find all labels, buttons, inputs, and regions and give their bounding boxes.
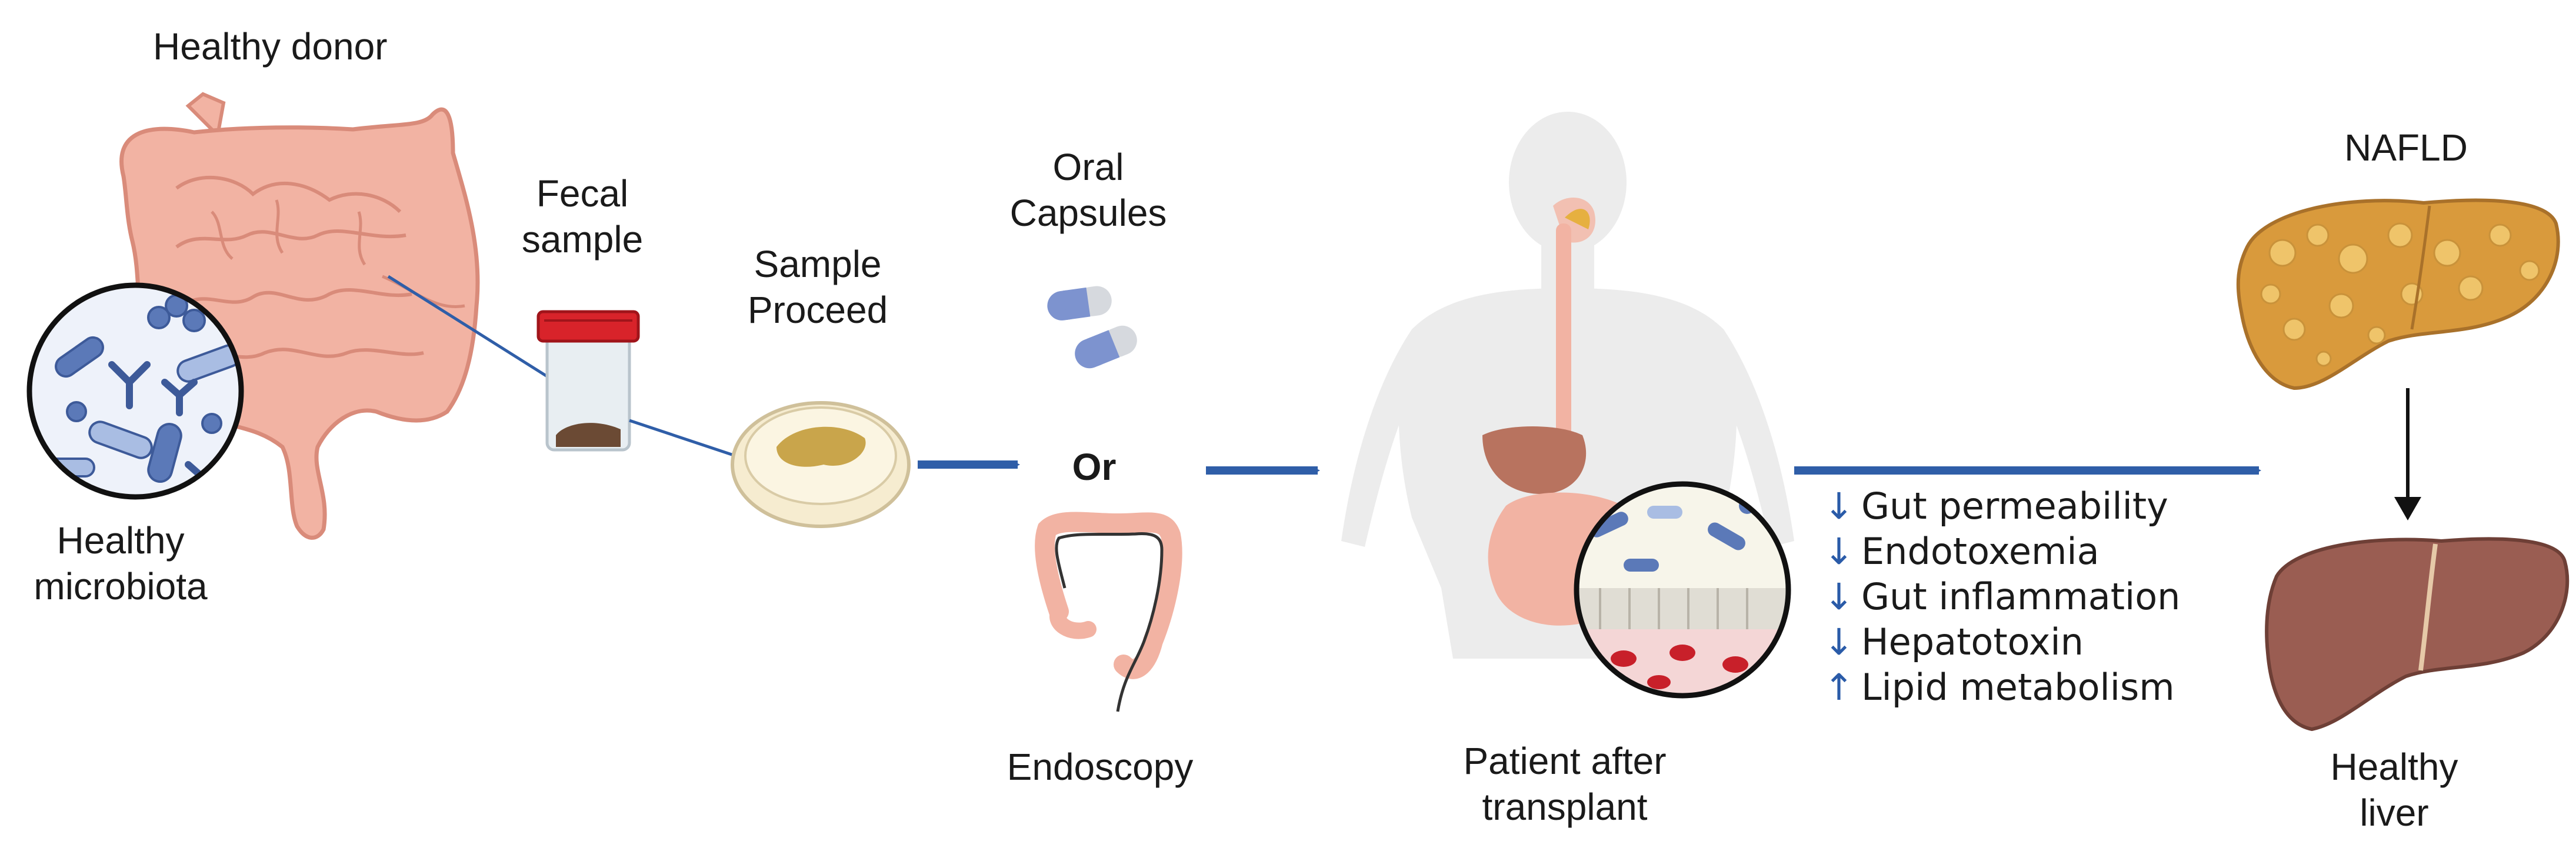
petri-dish-icon bbox=[731, 401, 911, 528]
label-fecal-line2: sample bbox=[521, 218, 644, 261]
outcomes-list: ↓Gut permeability ↓Endotoxemia ↓Gut infl… bbox=[1824, 483, 2180, 710]
label-healthy-donor: Healthy donor bbox=[153, 25, 388, 68]
arrow-down-icon: ↓ bbox=[1824, 530, 1854, 573]
progression-arrow-icon bbox=[2394, 388, 2421, 520]
label-endoscopy: Endoscopy bbox=[1007, 746, 1194, 788]
colon-endoscope-icon bbox=[1035, 512, 1182, 712]
label-oral-capsules: Oral Capsules bbox=[1000, 144, 1177, 236]
gut-lining-circle-icon bbox=[1574, 481, 1791, 699]
arrow-down-icon: ↓ bbox=[1824, 485, 1854, 528]
label-healthy-liver-line2: liver bbox=[2360, 792, 2429, 834]
label-healthy-microbiota-line2: microbiota bbox=[34, 565, 208, 608]
outcome-item: ↓Hepatotoxin bbox=[1824, 619, 2180, 665]
label-patient-after-transplant: Patient after transplant bbox=[1429, 738, 1700, 830]
label-patient-line2: transplant bbox=[1482, 786, 1648, 829]
arrow-up-icon: ↑ bbox=[1824, 666, 1854, 709]
label-sample-proceed: Sample Proceed bbox=[729, 241, 906, 333]
fatty-liver-icon bbox=[2236, 198, 2560, 390]
label-sample-line1: Sample bbox=[754, 243, 882, 285]
outcome-item: ↓Gut permeability bbox=[1824, 483, 2180, 529]
outcome-text: Gut permeability bbox=[1861, 485, 2168, 528]
outcome-item: ↓Gut inflammation bbox=[1824, 574, 2180, 619]
outcome-text: Hepatotoxin bbox=[1861, 620, 2084, 663]
label-healthy-liver: Healthy liver bbox=[2318, 744, 2471, 836]
label-fecal-line1: Fecal bbox=[536, 172, 629, 215]
outcome-item: ↑Lipid metabolism bbox=[1824, 665, 2180, 710]
label-or: Or bbox=[1072, 446, 1117, 488]
arrow-down-icon: ↓ bbox=[1824, 620, 1854, 663]
label-oral-line1: Oral bbox=[1052, 146, 1124, 188]
label-healthy-microbiota-line1: Healthy bbox=[56, 519, 185, 562]
outcome-text: Gut inflammation bbox=[1861, 575, 2181, 618]
healthy-liver-icon bbox=[2265, 537, 2570, 732]
label-healthy-liver-line1: Healthy bbox=[2330, 746, 2458, 788]
capsules-icon bbox=[1047, 286, 1137, 369]
outcome-text: Lipid metabolism bbox=[1861, 666, 2175, 709]
label-fecal-sample: Fecal sample bbox=[518, 171, 647, 262]
fecal-jar-icon bbox=[536, 310, 736, 458]
outcome-text: Endotoxemia bbox=[1861, 530, 2100, 573]
label-oral-line2: Capsules bbox=[1009, 192, 1167, 235]
microbiota-circle-icon bbox=[26, 282, 244, 500]
outcome-item: ↓Endotoxemia bbox=[1824, 529, 2180, 574]
arrow-down-icon: ↓ bbox=[1824, 575, 1854, 618]
label-healthy-microbiota: Healthy microbiota bbox=[24, 518, 218, 609]
label-sample-line2: Proceed bbox=[747, 289, 888, 332]
label-patient-line1: Patient after bbox=[1463, 740, 1667, 782]
label-nafld: NAFLD bbox=[2344, 126, 2468, 169]
